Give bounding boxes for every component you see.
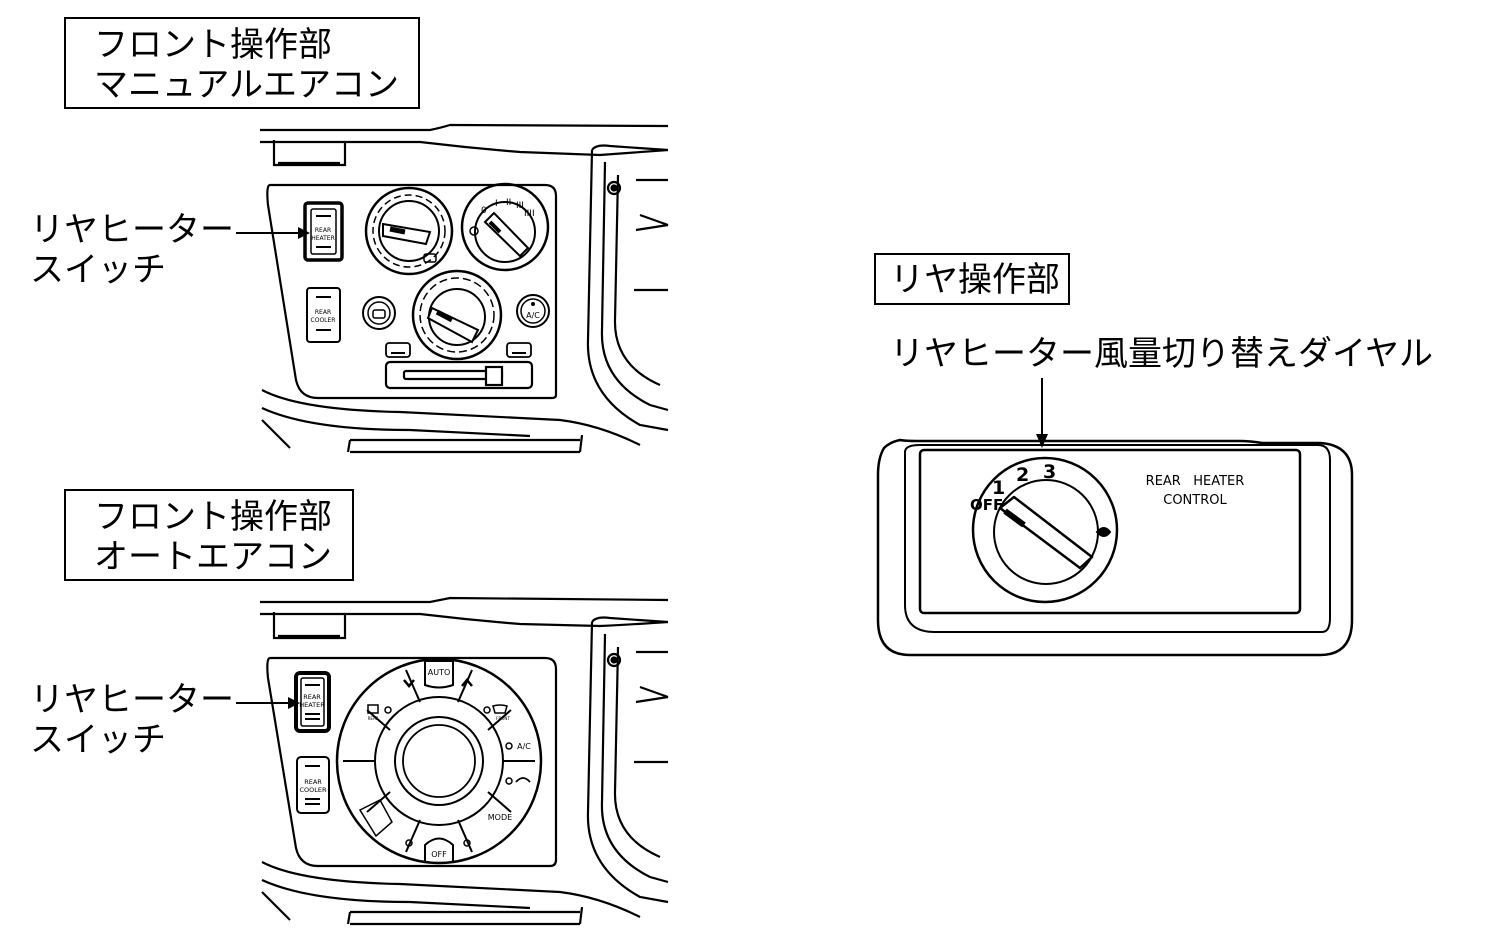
manual-rear-heater-text-2: HEATER [311,235,335,242]
manual-fan-speed-dial[interactable]: 0 I II III IIII [460,182,550,272]
mode-button[interactable]: MODE [488,813,512,822]
lower-left-blank-button[interactable] [358,799,393,838]
temp-up-button[interactable] [461,678,473,687]
auto-ac-button[interactable]: A/C [505,742,531,751]
dial-pos-1: 1 [992,477,1005,499]
rear-defrost-button[interactable]: REAR [367,704,392,721]
dial-pos-3: 3 [1043,461,1056,483]
auto-rear-heater-text-2: HEATER [299,701,325,709]
rear-title: リヤ操作部 [890,260,1060,300]
manual-mode-dial[interactable] [411,269,503,361]
auto-climate-cluster [335,657,543,865]
fan-icon [1095,527,1112,537]
manual-callout-line2: スイッチ [30,250,166,290]
recirculation-button[interactable] [505,777,531,785]
auto-rear-cooler-button[interactable]: REAR COOLER [296,756,330,814]
fan-up-button[interactable] [463,839,471,847]
dial-pos-2: 2 [1016,464,1029,486]
auto-title-line1: フロント操作部 [94,497,332,537]
manual-rear-cooler-button[interactable]: REAR COOLER [306,287,341,343]
manual-recirculation-button[interactable] [362,296,396,330]
manual-rear-cooler-text-1: REAR [315,309,331,316]
auto-rear-heater-text-1: REAR [303,693,321,701]
fan-scale-4: IIII [524,209,535,219]
manual-rear-heater-text-1: REAR [315,227,331,234]
manual-left-car-icon [385,342,411,358]
defrost-icon [423,253,437,263]
fan-icon [469,226,479,236]
manual-right-car-icon [506,342,532,358]
manual-dashboard [260,123,669,454]
auto-rear-cooler-text-2: COOLER [299,786,326,794]
rear-panel-text-2: CONTROL [1163,493,1227,508]
auto-label: AUTO [428,668,451,677]
manual-title-line1: フロント操作部 [94,25,332,65]
manual-rear-heater-button[interactable]: REAR HEATER [303,201,344,262]
mode-label: MODE [488,813,512,822]
rear-dial-callout: リヤヒーター風量切り替えダイヤル [890,334,1433,374]
rear-dial-arrow [1036,378,1048,448]
manual-ac-label: A/C [526,311,540,320]
auto-callout-line2: スイッチ [30,720,166,760]
rear-def-label: REAR [368,716,379,721]
auto-rear-heater-callout: リヤヒーター スイッチ [30,680,234,760]
manual-temperature-dial[interactable] [364,186,454,276]
auto-title-line2: オートエアコン [94,537,332,577]
auto-aircon-title-box: フロント操作部 オートエアコン [64,489,354,581]
auto-ac-label: A/C [517,742,531,751]
rear-heater-panel [876,438,1354,657]
off-label: OFF [431,850,447,859]
auto-callout-line1: リヤヒーター [30,680,234,720]
auto-dashboard [260,596,669,926]
auto-control-panel [266,656,558,868]
auto-rear-heater-button[interactable]: REAR HEATER [294,671,331,733]
manual-aircon-title-box: フロント操作部 マニュアルエアコン [64,17,420,109]
manual-callout-line1: リヤヒーター [30,210,234,250]
temp-down-button[interactable] [403,679,415,688]
fan-scale-2: II [506,198,511,208]
fan-scale-1: I [495,199,498,209]
auto-callout-arrow [236,697,300,709]
manual-rear-cooler-text-2: COOLER [311,317,336,324]
front-defrost-button[interactable]: FRONT [483,704,510,721]
manual-control-panel [266,183,558,400]
front-def-label: FRONT [496,716,510,721]
manual-ac-button[interactable]: A/C [516,294,550,328]
fan-scale-0: 0 [481,206,487,216]
off-button[interactable]: OFF [424,837,454,864]
rear-panel-text-1: REAR HEATER [1146,474,1245,489]
rear-panel-title-box: リヤ操作部 [874,253,1070,305]
rear-heater-fan-dial[interactable]: OFF 1 2 3 [970,456,1119,604]
manual-title-line2: マニュアルエアコン [94,65,399,105]
dial-pos-off: OFF [970,496,1003,514]
manual-rear-heater-callout: リヤヒーター スイッチ [30,210,234,290]
fan-down-button[interactable] [405,839,413,847]
auto-button[interactable]: AUTO [424,660,454,689]
fan-scale-3: III [516,201,524,211]
auto-rear-cooler-text-1: REAR [304,778,322,786]
